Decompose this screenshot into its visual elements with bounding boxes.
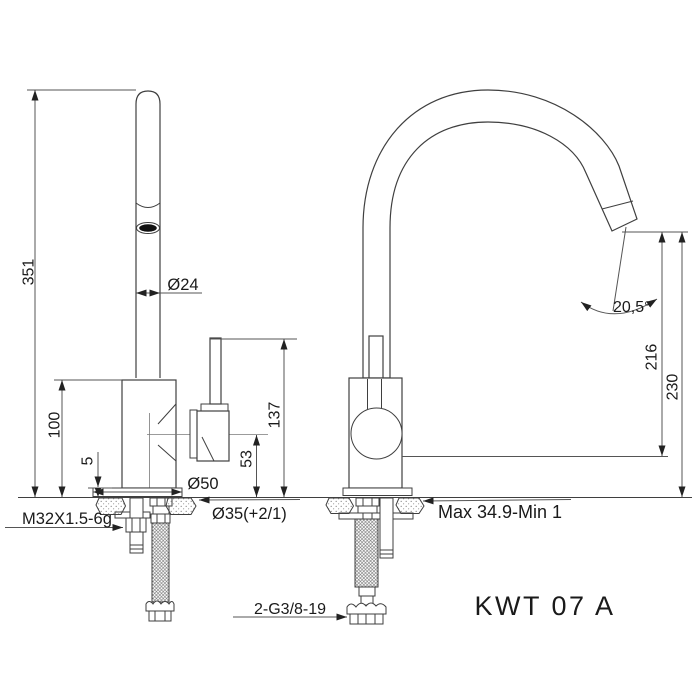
side-braided-hose xyxy=(151,522,170,603)
angle-axis-line xyxy=(612,226,627,312)
front-valve-ball xyxy=(350,407,403,460)
dim-d24-label: Ø24 xyxy=(167,276,198,294)
handle-housing-cut xyxy=(201,436,215,462)
side-hose-nut-cap xyxy=(145,600,175,612)
model-title: KWT 07 A xyxy=(474,591,615,621)
dimension-labels: 351 100 5 137 53 216 230 Ø24 Ø50 Ø35(+2/… xyxy=(21,259,682,621)
side-hose-nut-facets xyxy=(154,611,166,621)
hose-thread-label: 2-G3/8-19 xyxy=(254,601,326,618)
thread-m32-label: M32X1.5-6g xyxy=(22,510,112,528)
side-hose-nut xyxy=(148,610,172,622)
front-braided-hose xyxy=(354,518,379,588)
dim-5-label: 5 xyxy=(80,456,97,465)
angle-arc xyxy=(580,298,658,315)
spout-tip-seam xyxy=(601,200,634,210)
side-nut-facets xyxy=(131,518,141,532)
side-shank-threads xyxy=(130,544,143,550)
counter-range-label: Max 34.9-Min 1 xyxy=(438,502,562,522)
dim-d35-label: Ø35(+2/1) xyxy=(212,505,287,523)
side-spout-tube xyxy=(135,90,161,378)
handle-stem-washer xyxy=(189,409,198,459)
front-threaded-stud xyxy=(379,497,394,559)
front-handle-lever xyxy=(368,335,384,379)
handle-flange xyxy=(200,403,229,412)
leader-d35 xyxy=(198,496,301,504)
dimension-lines xyxy=(5,89,688,621)
front-hose-nut-facets xyxy=(357,614,376,624)
side-hose-fitting-3 xyxy=(150,513,171,524)
front-hose-nut-cap xyxy=(346,602,387,615)
counter-blob xyxy=(395,497,425,514)
front-undercounter-hardware xyxy=(338,497,414,625)
handle-lever xyxy=(209,337,222,405)
dim-100-label: 100 xyxy=(47,412,64,439)
leader-max xyxy=(422,497,572,505)
front-hose-ferrule-1 xyxy=(358,586,376,597)
dim-351-label: 351 xyxy=(21,259,38,286)
front-stem-lines xyxy=(367,379,382,409)
angle-label: 20,5° xyxy=(613,299,651,316)
front-view xyxy=(342,89,638,496)
dim-216-label: 216 xyxy=(644,344,661,371)
dim-230-label: 230 xyxy=(665,374,682,401)
front-stud-threads xyxy=(380,549,393,555)
dim-137-label: 137 xyxy=(267,402,284,429)
counter-blob xyxy=(165,497,197,515)
side-fitting-facets xyxy=(156,498,166,523)
side-tube-seam xyxy=(135,202,161,208)
side-body-chamfers xyxy=(157,403,177,462)
side-view xyxy=(92,90,268,497)
front-hose-fitting-1 xyxy=(355,497,380,507)
front-fitting-facets xyxy=(362,498,373,519)
counter-blob xyxy=(325,497,355,514)
side-mounting-nut xyxy=(125,517,147,533)
dim-d50-label: Ø50 xyxy=(187,475,218,493)
gooseneck-spout xyxy=(362,89,638,379)
handle-housing xyxy=(196,410,230,462)
front-hose-fitting-2 xyxy=(357,505,378,514)
side-body xyxy=(121,379,177,489)
side-undercounter-hardware xyxy=(114,497,175,622)
aerator-opening xyxy=(139,224,157,232)
front-base-plate xyxy=(342,487,413,496)
dim-53-label: 53 xyxy=(239,450,256,468)
